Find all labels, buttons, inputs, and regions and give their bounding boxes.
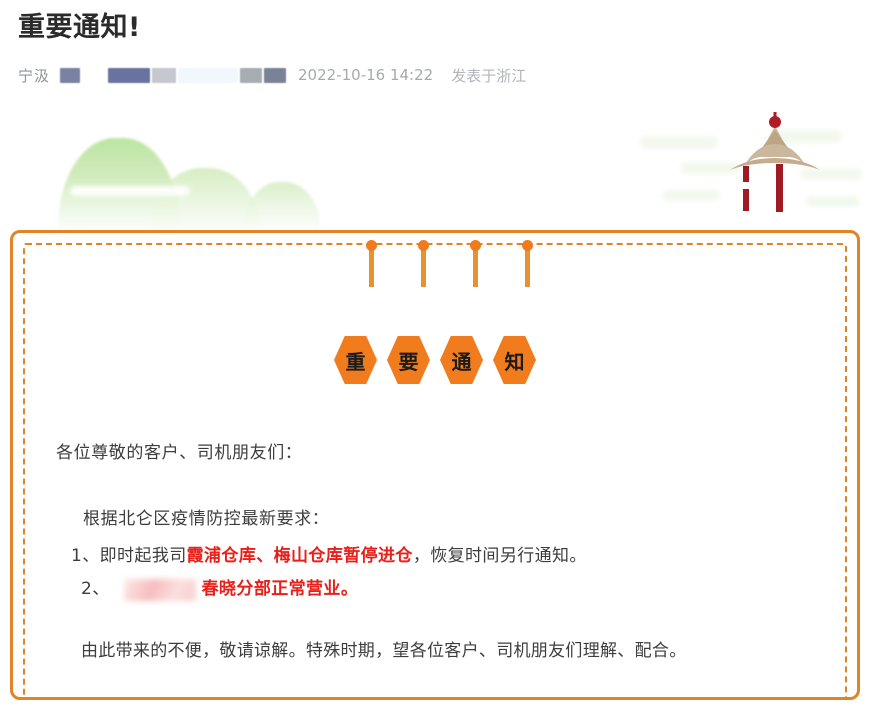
redacted-block [108, 67, 151, 83]
redacted-block [60, 67, 81, 83]
item1-prefix: 1、即时起我司 [71, 546, 187, 566]
hexagon-badge: 知 [493, 336, 536, 384]
publish-date: 2022-10-16 14:22 [298, 66, 434, 84]
hanging-string [522, 240, 533, 287]
closing-text: 由此带来的不便，敬请谅解。特殊时期，望各位客户、司机朋友们理解、配合。 [81, 641, 687, 661]
item1-highlight: 霞浦仓库、梅山仓库暂停进仓 [186, 546, 413, 566]
redacted-block [178, 67, 239, 83]
cloud-icon [800, 168, 862, 180]
redacted-block [82, 68, 106, 83]
hexagon-badge: 要 [387, 336, 430, 384]
item2-prefix: 2、 [81, 579, 110, 599]
notice-item-2: 2、 春晓分部正常营业。 [81, 573, 827, 606]
hexagon-badge: 通 [440, 336, 483, 384]
hanging-string [418, 240, 429, 287]
hexagon-badge-row: 重 要 通 知 [13, 335, 857, 385]
hanging-badges: 重 要 通 知 [13, 240, 857, 385]
redacted-block [240, 67, 263, 83]
greeting-text: 各位尊敬的客户、司机朋友们： [56, 443, 303, 463]
redacted-block [123, 578, 196, 601]
hanging-string [470, 240, 481, 287]
decorative-banner [0, 90, 870, 230]
redacted-block [264, 67, 287, 83]
item2-highlight: 春晓分部正常营业。 [201, 579, 359, 599]
cloud-icon [662, 190, 720, 201]
notice-card: 重 要 通 知 各位尊敬的客户、司机朋友们： 根据北仑区疫情防控最新要求： 1、… [10, 230, 860, 700]
page-title: 重要通知! [18, 12, 141, 43]
cloud-icon [806, 196, 860, 207]
green-hill-icon [243, 182, 321, 230]
redacted-block [152, 67, 177, 83]
article-header: 重要通知! 宁汲 2022-10-16 14:22 发表于浙江 [0, 0, 870, 90]
item1-suffix: ，恢复时间另行通知。 [412, 546, 587, 566]
hanging-string [366, 240, 377, 287]
notice-item-1: 1、即时起我司霞浦仓库、梅山仓库暂停进仓，恢复时间另行通知。 [71, 540, 827, 573]
publish-location: 发表于浙江 [451, 66, 527, 85]
cloud-icon [680, 162, 740, 174]
cloud-icon [770, 130, 842, 143]
cloud-icon [640, 136, 718, 149]
lead-text: 根据北仑区疫情防控最新要求： [83, 509, 330, 529]
author-name: 宁汲 [18, 66, 51, 85]
hexagon-badge: 重 [334, 336, 377, 384]
article-meta: 宁汲 2022-10-16 14:22 发表于浙江 [18, 60, 870, 90]
pagoda-icon [700, 100, 850, 224]
notice-body: 各位尊敬的客户、司机朋友们： 根据北仑区疫情防控最新要求： 1、即时起我司霞浦仓… [13, 438, 857, 666]
mist-decoration [70, 186, 190, 196]
